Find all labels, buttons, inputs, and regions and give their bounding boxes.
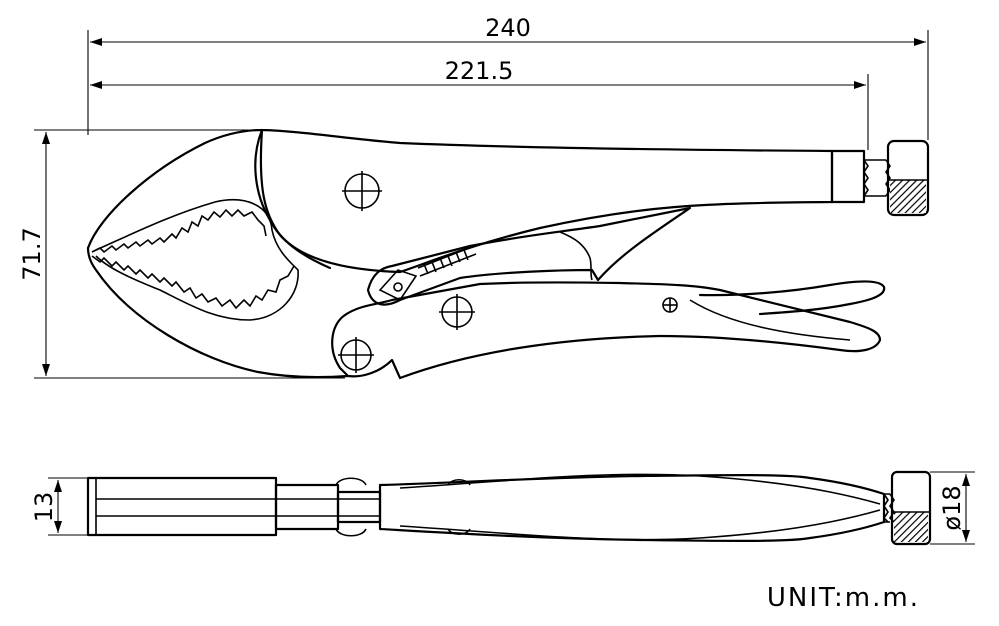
dimension-label-13: 13 [30,492,58,523]
dimension-label-221-5: 221.5 [445,57,514,85]
jaw-block-top [86,476,278,537]
mid-section-top [274,483,340,531]
dimension-240: 240 [87,14,929,140]
knob-knurling-top [894,512,928,542]
lower-handle-outline [331,281,882,380]
knob-knurling [890,180,926,213]
upper-jaw-teeth [91,208,267,254]
dimension-label-71-7: 71.7 [18,227,46,280]
rivet-bump-top [335,477,367,486]
screw-housing [830,149,866,204]
pivot-upper-icon [342,171,382,211]
pivot-middle-icon [439,294,475,330]
pliers-top-view [86,470,932,546]
dimension-13: 13 [30,477,90,536]
dimension-dia-18: ø18 [930,471,975,545]
release-lever [366,206,692,306]
dimension-label-240: 240 [485,14,531,42]
rivet-bump-bottom [335,528,367,537]
lower-handle-hook [698,280,886,316]
spring-link [378,269,418,302]
lower-jaw-teeth [91,255,295,310]
adjustment-knob [886,139,930,217]
rivet-icon [662,297,678,313]
dimension-label-dia-18: ø18 [938,485,966,530]
handle-contour-lower [399,509,881,541]
upper-jaw-curve [254,128,332,270]
lever-inner-line [559,231,593,281]
unit-label: UNIT:m.m. [767,583,920,613]
spring-anchor-pin [393,282,403,292]
pivot-lower-icon [338,337,374,373]
dimension-221-5: 221.5 [90,57,869,150]
jaw-inner-cavity [95,199,299,321]
adjustment-knob-top [890,470,932,546]
screw-thread [863,159,891,197]
spring [417,245,477,277]
pivot-block-top [336,490,382,524]
lower-handle-inner-line [689,299,851,341]
lower-jaw-outline [86,246,350,379]
pliers-side-view [86,128,930,380]
dimension-71-7: 71.7 [18,129,345,379]
handle-contour-upper [399,473,881,505]
screw-thread-top [882,493,895,523]
